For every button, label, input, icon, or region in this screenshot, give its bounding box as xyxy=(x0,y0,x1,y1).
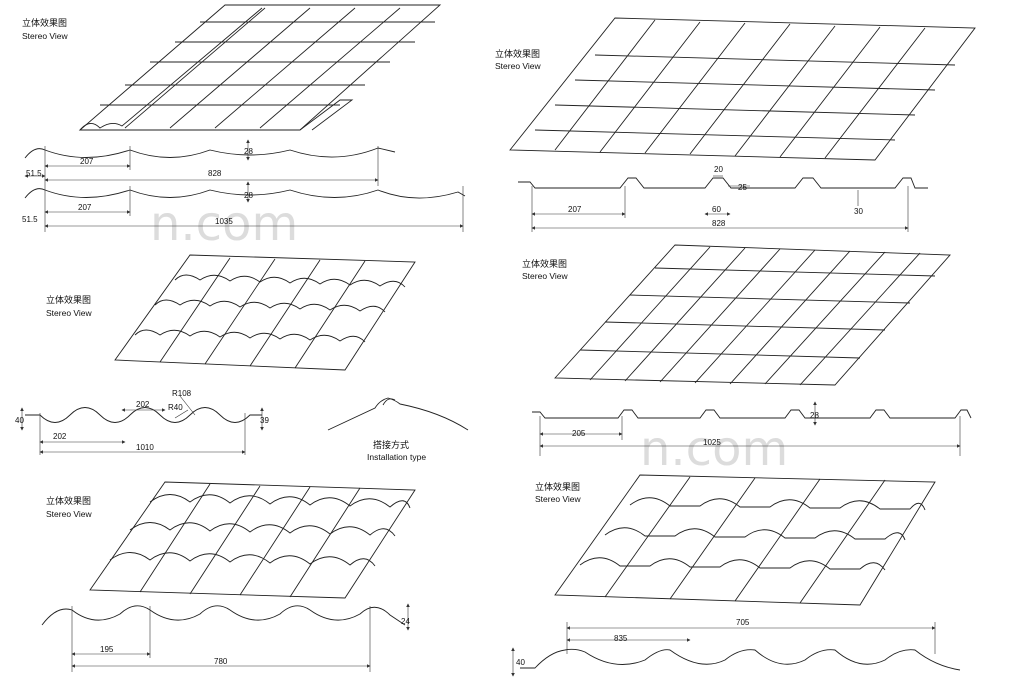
dim-label: 28 xyxy=(810,411,819,420)
panel-title-en: Stereo View xyxy=(46,509,93,519)
panel-title-cn: 立体效果图 xyxy=(495,48,540,60)
profile-drawing-5: 205 28 1025 xyxy=(532,401,972,456)
dim-label: 1035 xyxy=(215,217,233,226)
svg-text:n.com: n.com xyxy=(150,196,298,252)
stereo-view-sheet xyxy=(554,474,936,606)
panel-stereo-view-5: 立体效果图 Stereo View 24 195 780 xyxy=(41,481,416,672)
panel-title-en: Stereo View xyxy=(46,308,93,318)
dim-label: 1010 xyxy=(136,443,154,452)
dim-label: 40 xyxy=(15,416,24,425)
dim-label: 25 xyxy=(738,183,747,192)
dim-label: 828 xyxy=(208,169,222,178)
dim-label: 1025 xyxy=(703,438,721,447)
dim-label: 30 xyxy=(854,207,863,216)
dim-label: 28 xyxy=(244,147,253,156)
panel-stereo-view-4: 立体效果图 Stereo View 205 28 1025 xyxy=(522,244,972,456)
installation-type-cn: 搭接方式 xyxy=(373,439,409,451)
dim-label: 202 xyxy=(136,400,150,409)
dim-label: R108 xyxy=(172,389,192,398)
dim-label: 828 xyxy=(712,219,726,228)
dim-label: 195 xyxy=(100,645,114,654)
dim-label: 51.5 xyxy=(26,169,42,178)
dim-label: 20 xyxy=(714,165,723,174)
dim-label: 60 xyxy=(712,205,721,214)
dim-label: 24 xyxy=(401,617,410,626)
stereo-view-sheet xyxy=(89,481,416,599)
panel-title-cn: 立体效果图 xyxy=(46,294,91,306)
panel-stereo-view-1: 立体效果图 Stereo View 51.5 207 28 828 xyxy=(22,4,466,232)
stereo-view-sheet xyxy=(554,244,951,386)
installation-type-en: Installation type xyxy=(367,452,426,462)
svg-text:n.com: n.com xyxy=(640,421,788,477)
panel-title-cn: 立体效果图 xyxy=(22,17,67,29)
profile-drawing-1: 51.5 207 28 828 xyxy=(24,139,396,186)
dim-label: 207 xyxy=(80,157,94,166)
profile-drawing-7: 705 835 40 xyxy=(511,618,961,677)
panel-title-cn: 立体效果图 xyxy=(46,495,91,507)
dim-label: 40 xyxy=(516,658,525,667)
dim-label: 39 xyxy=(260,416,269,425)
panel-title-cn: 立体效果图 xyxy=(535,481,580,493)
dim-label: 207 xyxy=(78,203,92,212)
panel-title-en: Stereo View xyxy=(22,31,69,41)
dim-label: R40 xyxy=(168,403,183,412)
panel-title-en: Stereo View xyxy=(535,494,582,504)
installation-type-drawing: 搭接方式 Installation type xyxy=(327,397,469,462)
dim-label: 51.5 xyxy=(22,215,38,224)
panel-stereo-view-2: 立体效果图 Stereo View 20 25 207 60 30 828 xyxy=(495,17,976,232)
profile-drawing-2: 51.5 207 28 1035 xyxy=(22,181,466,232)
dim-label: 28 xyxy=(244,191,253,200)
panel-title-cn: 立体效果图 xyxy=(522,258,567,270)
panel-title-en: Stereo View xyxy=(522,271,569,281)
stereo-view-sheet xyxy=(78,4,442,131)
panel-stereo-view-6: 立体效果图 Stereo View 705 835 40 xyxy=(511,474,961,677)
profile-drawing-3: 20 25 207 60 30 828 xyxy=(518,165,928,232)
dim-label: 705 xyxy=(736,618,750,627)
stereo-view-sheet xyxy=(114,254,416,371)
dim-label: 202 xyxy=(53,432,67,441)
panel-stereo-view-3: 立体效果图 Stereo View 40 202 R108 R40 39 202 xyxy=(15,254,469,462)
watermark: n.com n.com xyxy=(150,196,788,477)
dim-label: 835 xyxy=(614,634,628,643)
dim-label: 207 xyxy=(568,205,582,214)
profile-drawing-4: 40 202 R108 R40 39 202 1010 xyxy=(15,389,269,455)
panel-title-en: Stereo View xyxy=(495,61,542,71)
stereo-view-sheet xyxy=(509,17,976,161)
profile-drawing-6: 24 195 780 xyxy=(41,603,410,672)
dim-label: 780 xyxy=(214,657,228,666)
dim-label: 205 xyxy=(572,429,586,438)
